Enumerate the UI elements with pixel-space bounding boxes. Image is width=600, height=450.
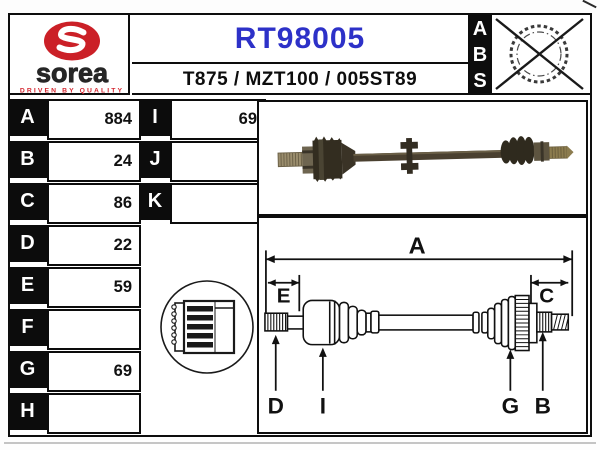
dim-label-g: G [502,393,520,418]
row-value [170,141,266,182]
reference-codes: T875 / MZT100 / 005ST89 [182,68,418,90]
row-label: E [8,267,47,304]
abs-letter: A [472,18,488,40]
table-row: F [8,309,141,350]
row-value: 22 [47,225,141,266]
row-label: A [8,99,47,136]
part-number-cell: RT98005 [132,15,468,64]
driveshaft-photo-image [277,136,574,182]
dimension-diagram: A E C D I G B [257,216,588,434]
dimension-diagram-drawing: A E C D I G B [264,232,574,418]
row-value [47,393,141,434]
dim-label-i: I [320,393,326,418]
row-label: I [140,99,170,136]
table-row: J [140,141,266,182]
dim-label-d: D [268,393,284,418]
dim-label-b: B [535,393,551,418]
row-value: 24 [47,141,141,182]
row-value: 69 [47,351,141,392]
row-value: 59 [47,267,141,308]
abs-symbol-cell [492,15,590,95]
row-value: 69 [170,99,266,140]
row-label: B [8,141,47,178]
arrowheads [265,255,573,359]
brand-logo: sorea DRIVEN BY QUALITY [10,15,130,95]
spline-detail-callout [158,278,258,378]
abs-letter: B [472,44,488,66]
row-label: F [8,309,47,346]
driveshaft-photo [257,100,588,216]
reference-cell: T875 / MZT100 / 005ST89 [132,66,468,95]
row-label: K [140,183,170,220]
row-label: G [8,351,47,388]
dim-label-a: A [409,232,426,258]
row-value: 884 [47,99,141,140]
scan-artifact-mark [582,0,597,9]
table-row: K [140,183,266,224]
crossed-abs-ring-icon [495,18,584,90]
row-value [170,183,266,224]
table-row: H [8,393,141,434]
logo-s-glyph [56,25,87,54]
abs-label-strip: A B S [468,15,492,95]
part-number: RT98005 [234,21,366,55]
row-label: H [8,393,47,430]
brand-name: sorea [36,58,109,88]
brand-tagline: DRIVEN BY QUALITY [20,88,124,95]
sorea-logo-icon: sorea DRIVEN BY QUALITY [20,21,124,95]
spline-detail-drawing [160,280,254,374]
row-label: J [140,141,170,178]
dim-label-e: E [277,284,291,307]
row-value [47,309,141,350]
row-label: C [8,183,47,220]
row-value: 86 [47,183,141,224]
dimension-letters: A E C D I G B [268,232,555,418]
scan-shadow-line [4,442,596,444]
abs-letter: S [473,70,487,92]
dim-label-c: C [539,284,554,307]
row-label: D [8,225,47,262]
